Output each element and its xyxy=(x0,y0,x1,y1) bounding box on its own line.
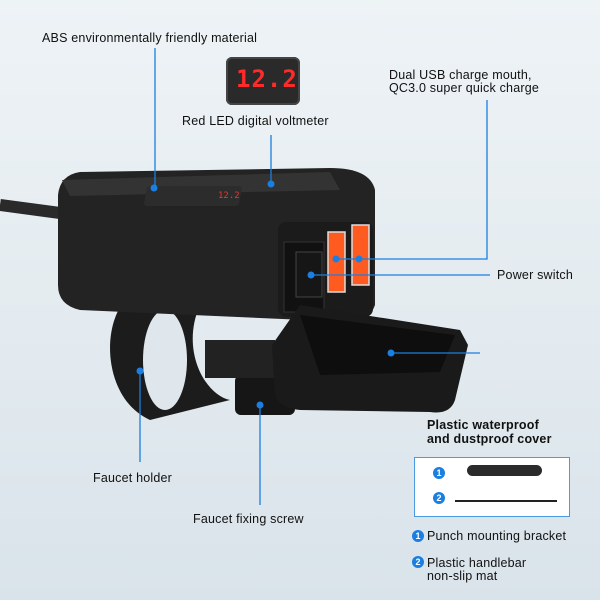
number-badge: 2 xyxy=(433,492,445,504)
label-faucet-holder: Faucet holder xyxy=(93,471,173,485)
label-mat-line1: Plastic handlebar xyxy=(427,556,527,570)
label-faucet-screw: Faucet fixing screw xyxy=(193,512,304,526)
label-power-switch: Power switch xyxy=(497,268,574,282)
label-usb-line1: Dual USB charge mouth, xyxy=(389,68,532,82)
number-badge: 2 xyxy=(412,556,424,568)
leader-dots xyxy=(136,180,395,409)
label-usb-line2: QC3.0 super quick charge xyxy=(389,81,540,95)
leader-lines xyxy=(139,48,490,505)
label-mat-line2: non-slip mat xyxy=(427,569,498,583)
label-abs-material: ABS environmentally friendly material xyxy=(42,31,258,45)
label-voltmeter: Red LED digital voltmeter xyxy=(182,114,329,128)
mounting-bracket-image xyxy=(467,465,542,476)
number-badge: 1 xyxy=(433,467,445,479)
voltmeter-window xyxy=(144,186,242,206)
voltmeter-reading: 12.2 xyxy=(236,65,298,93)
non-slip-mat-image xyxy=(455,500,557,502)
voltmeter-closeup: 12.2 xyxy=(226,57,300,105)
usb-port-2 xyxy=(351,224,370,286)
accessories-box: 1 2 xyxy=(414,457,570,517)
cable xyxy=(0,199,61,219)
label-punch-bracket: Punch mounting bracket xyxy=(427,529,567,543)
svg-text:12.2: 12.2 xyxy=(218,191,240,201)
label-cover-line2: and dustproof cover xyxy=(427,432,552,446)
label-cover-line1: Plastic waterproof xyxy=(427,418,539,432)
number-badge: 1 xyxy=(412,530,424,542)
